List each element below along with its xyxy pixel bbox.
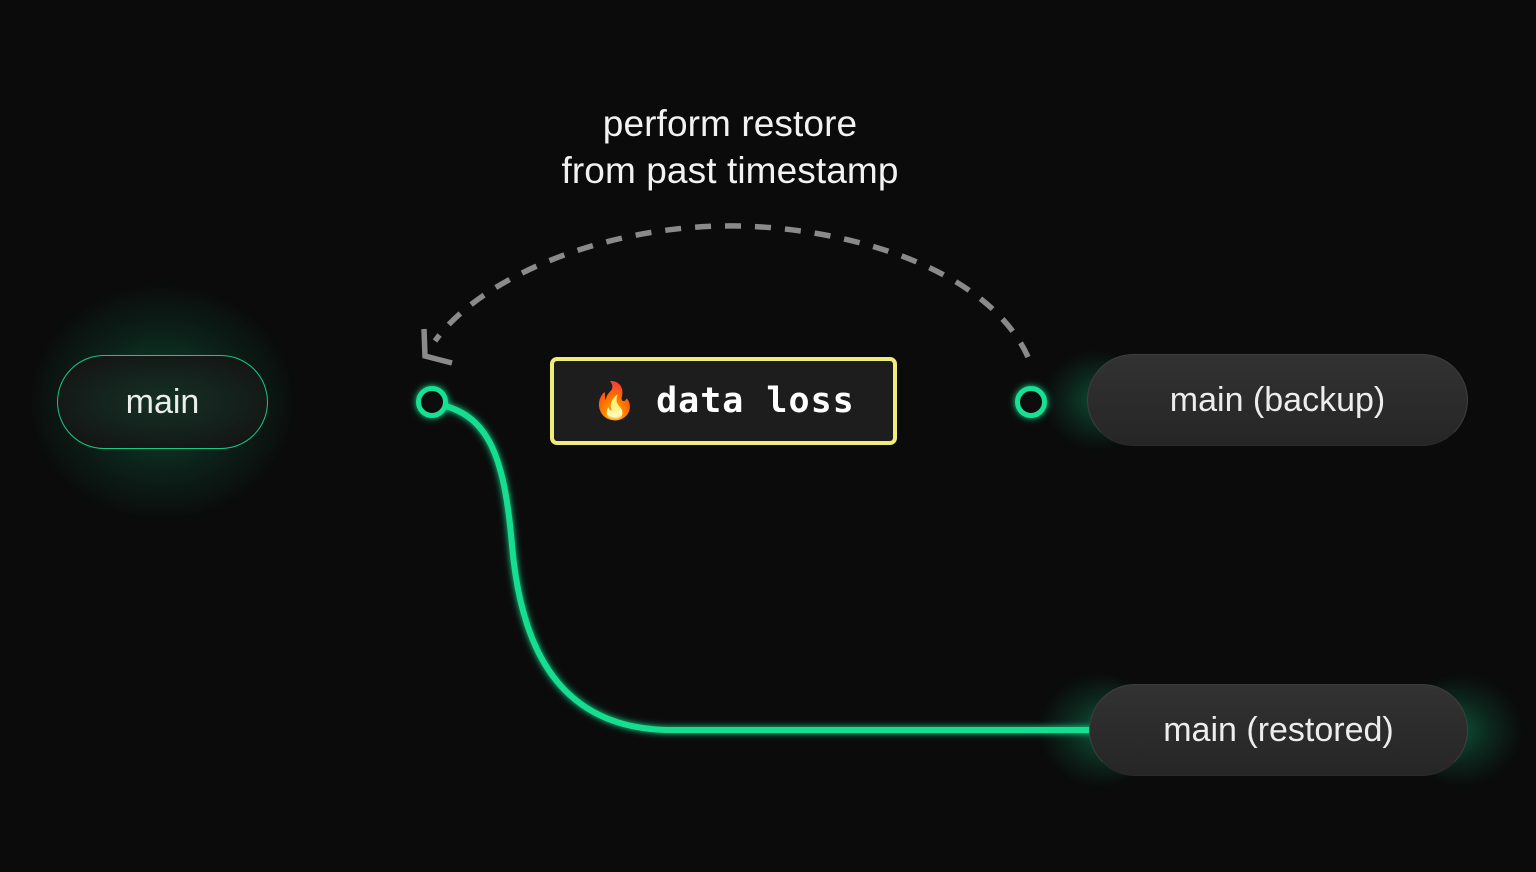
node-data-loss[interactable]: 🔥 data loss	[550, 357, 897, 445]
wire-branch-to-restored	[434, 401, 1101, 733]
node-main-label: main	[125, 382, 200, 421]
restore-arrowhead-icon	[421, 328, 453, 366]
node-main-restored[interactable]: main (restored)	[1089, 684, 1468, 776]
branch-junction-node[interactable]	[416, 386, 448, 418]
node-main-backup-label: main (backup)	[1169, 380, 1386, 419]
node-main-restored-label: main (restored)	[1163, 710, 1394, 749]
node-main[interactable]: main	[57, 355, 268, 449]
node-data-loss-label: data loss	[656, 381, 855, 421]
fire-icon: 🔥	[592, 380, 638, 421]
backup-endpoint-node[interactable]	[1015, 386, 1047, 418]
restore-dashed-arc	[432, 223, 1031, 359]
node-main-backup[interactable]: main (backup)	[1087, 354, 1468, 446]
diagram-caption: perform restore from past timestamp	[561, 103, 899, 191]
